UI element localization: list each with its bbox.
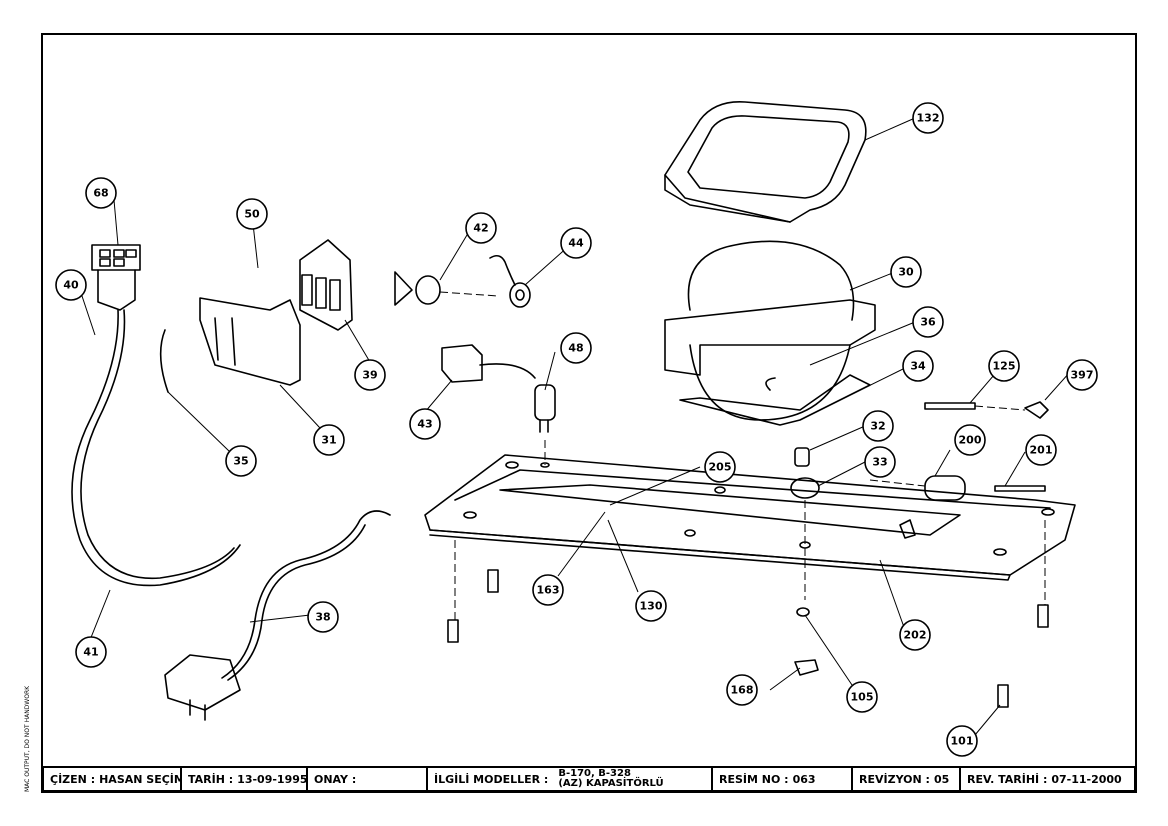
callout-38: 38: [315, 611, 330, 624]
base-plate-part: [424, 454, 1076, 581]
sheet-border: [41, 33, 1137, 793]
callout-163: 163: [537, 584, 560, 597]
callout-32: 32: [870, 420, 885, 433]
callout-397: 397: [1071, 369, 1094, 382]
knob-part: [394, 271, 441, 306]
callout-48: 48: [568, 342, 583, 355]
drawn-by-value: HASAN SEÇİM: [99, 772, 182, 786]
revision-cell: REVİZYON : 05: [853, 768, 961, 790]
rev-date-label: REV. TARİHİ :: [967, 772, 1048, 786]
thermostat-part: [299, 239, 353, 331]
callout-40: 40: [63, 279, 79, 292]
valve-part: [1024, 401, 1049, 419]
drawn-by-label: ÇİZEN :: [50, 772, 96, 786]
rev-date-cell: REV. TARİHİ : 07-11-2000: [961, 768, 1134, 790]
plug-part: [164, 654, 241, 711]
callout-35: 35: [233, 455, 248, 468]
callout-105: 105: [851, 691, 874, 704]
callout-201: 201: [1030, 444, 1053, 457]
capacitor-part: [534, 384, 556, 433]
callout-132: 132: [917, 112, 940, 125]
washer-part: [796, 607, 810, 617]
rubber-mount-part: [790, 477, 820, 499]
callout-168: 168: [731, 684, 754, 697]
callout-34: 34: [910, 360, 926, 373]
date-label: TARİH :: [188, 772, 234, 786]
models-line1: B-170, B-328: [558, 768, 631, 779]
callout-31: 31: [321, 434, 336, 447]
bolt-part: [447, 569, 1049, 708]
date-value: 13-09-1995: [237, 772, 308, 786]
models-line2: (AZ) KAPASİTÖRLÜ: [558, 778, 664, 789]
drawn-by-cell: ÇİZEN : HASAN SEÇİM: [44, 768, 182, 790]
compressor-cover-part: [664, 101, 867, 223]
callout-202: 202: [904, 629, 927, 642]
rev-date-value: 07-11-2000: [1051, 772, 1122, 786]
models-values: B-170, B-328 (AZ) KAPASİTÖRLÜ: [558, 769, 663, 789]
drawing-no-value: 063: [792, 772, 816, 786]
tube-part: [924, 402, 976, 410]
callout-43: 43: [417, 418, 432, 431]
revision-value: 05: [933, 772, 950, 786]
compressor-part: [664, 240, 876, 426]
callout-41: 41: [83, 646, 98, 659]
relay-part: [441, 344, 536, 383]
models-cell: İLGİLİ MODELLER : B-170, B-328 (AZ) KAPA…: [428, 768, 713, 790]
revision-label: REVİZYON :: [859, 772, 930, 786]
callout-30: 30: [898, 266, 914, 279]
models-label: İLGİLİ MODELLER :: [434, 772, 549, 786]
side-note-text: MAC OUTPUT, DO NOT HANDWORK: [24, 685, 31, 792]
rod-part: [994, 485, 1046, 492]
approval-label: ONAY :: [314, 772, 357, 786]
callout-39: 39: [362, 369, 377, 382]
callout-125: 125: [993, 360, 1016, 373]
title-block: ÇİZEN : HASAN SEÇİM TARİH : 13-09-1995 O…: [42, 766, 1136, 792]
switch-part: [91, 244, 141, 311]
spacer-part: [794, 447, 810, 467]
callout-130: 130: [640, 600, 663, 613]
drawing-no-label: RESİM NO :: [719, 772, 789, 786]
callout-36: 36: [920, 316, 936, 329]
callout-33: 33: [872, 456, 887, 469]
lamp-holder-part: [489, 254, 531, 308]
drawing-no-cell: RESİM NO : 063: [713, 768, 853, 790]
filter-part: [924, 475, 966, 501]
callout-42: 42: [473, 222, 488, 235]
nut-part: [794, 659, 819, 676]
approval-cell: ONAY :: [308, 768, 428, 790]
callout-101: 101: [951, 735, 974, 748]
callout-50: 50: [244, 208, 260, 221]
date-cell: TARİH : 13-09-1995: [182, 768, 308, 790]
cover-part: [199, 297, 301, 386]
callout-205: 205: [709, 461, 732, 474]
power-cable-part: [71, 309, 241, 587]
callout-44: 44: [568, 237, 584, 250]
callout-68: 68: [93, 187, 108, 200]
plug-cable-part: [221, 510, 391, 679]
callout-200: 200: [959, 434, 982, 447]
clip-part: [159, 329, 169, 393]
side-note: MAC OUTPUT, DO NOT HANDWORK: [24, 672, 34, 792]
